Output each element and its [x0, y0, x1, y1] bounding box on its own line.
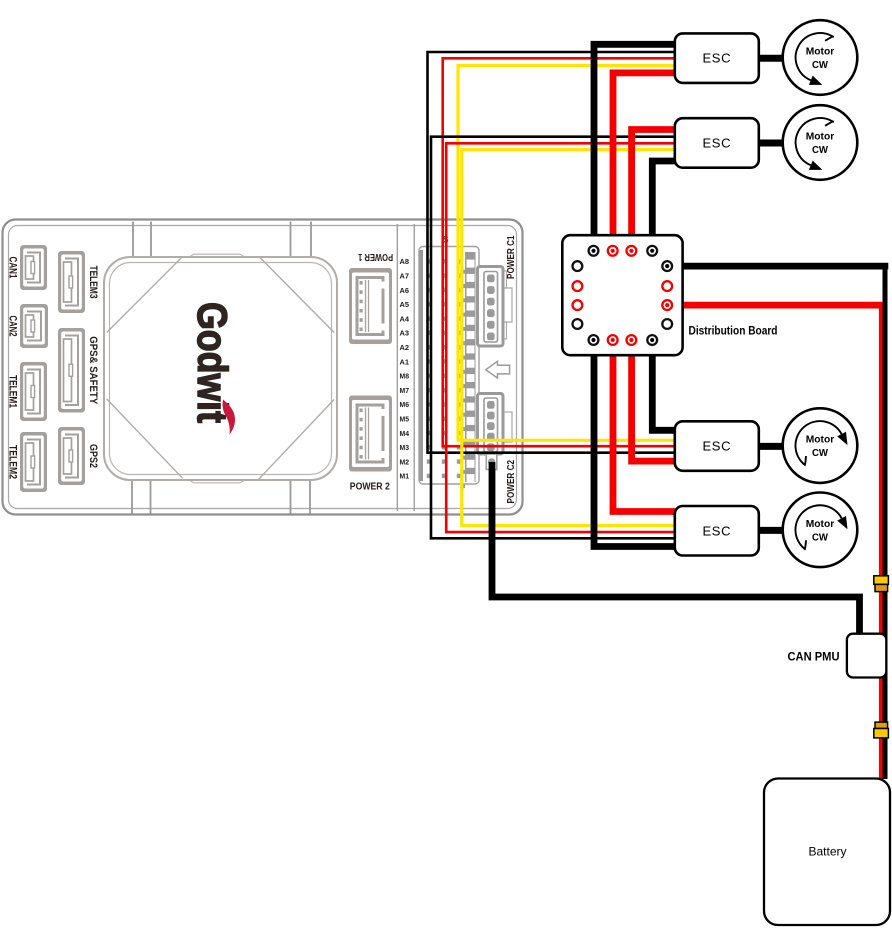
svg-text:TELEM3: TELEM3 — [87, 266, 99, 299]
svg-text:GPS2: GPS2 — [87, 444, 99, 468]
svg-text:A3: A3 — [400, 329, 410, 338]
svg-text:TELEM2: TELEM2 — [7, 445, 19, 479]
svg-text:A8: A8 — [400, 257, 410, 266]
svg-text:POWER 1: POWER 1 — [358, 251, 393, 262]
svg-text:CAN2: CAN2 — [7, 316, 19, 337]
svg-text:POWER C1: POWER C1 — [506, 235, 517, 279]
svg-text:Distribution Board: Distribution Board — [689, 324, 778, 338]
svg-text:M7: M7 — [400, 386, 410, 395]
svg-text:TELEM1: TELEM1 — [7, 375, 19, 408]
svg-text:M2: M2 — [400, 457, 410, 466]
svg-text:CW: CW — [812, 531, 828, 543]
svg-text:Battery: Battery — [808, 845, 846, 859]
svg-text:Motor: Motor — [806, 46, 835, 58]
svg-text:CW: CW — [812, 144, 828, 156]
svg-text:ESC: ESC — [703, 51, 732, 66]
svg-text:Godwit: Godwit — [189, 302, 236, 423]
svg-text:A6: A6 — [400, 286, 410, 295]
svg-text:CW: CW — [812, 447, 828, 459]
svg-text:A5: A5 — [400, 300, 410, 309]
svg-text:M6: M6 — [400, 400, 410, 409]
svg-text:Motor: Motor — [806, 518, 835, 530]
svg-text:A7: A7 — [400, 272, 410, 281]
svg-text:M3: M3 — [400, 443, 410, 452]
svg-text:ESC: ESC — [703, 439, 732, 454]
svg-text:M8: M8 — [400, 372, 410, 381]
svg-text:M1: M1 — [400, 472, 410, 481]
svg-text:Motor: Motor — [806, 131, 835, 143]
svg-text:POWER C2: POWER C2 — [506, 460, 517, 504]
svg-text:M5: M5 — [400, 415, 410, 424]
svg-text:Motor: Motor — [806, 434, 835, 446]
svg-text:GPS& SAFETY: GPS& SAFETY — [87, 336, 99, 405]
svg-text:POWER 2: POWER 2 — [350, 482, 390, 493]
svg-text:ESC: ESC — [703, 136, 732, 151]
svg-text:ESC: ESC — [703, 523, 732, 538]
svg-text:CAN PMU: CAN PMU — [788, 650, 840, 664]
svg-text:A1: A1 — [400, 357, 410, 366]
svg-text:M4: M4 — [400, 429, 410, 438]
svg-text:A4: A4 — [400, 314, 410, 323]
svg-text:CW: CW — [812, 59, 828, 71]
svg-text:CAN1: CAN1 — [7, 257, 19, 279]
svg-text:A2: A2 — [400, 343, 410, 352]
